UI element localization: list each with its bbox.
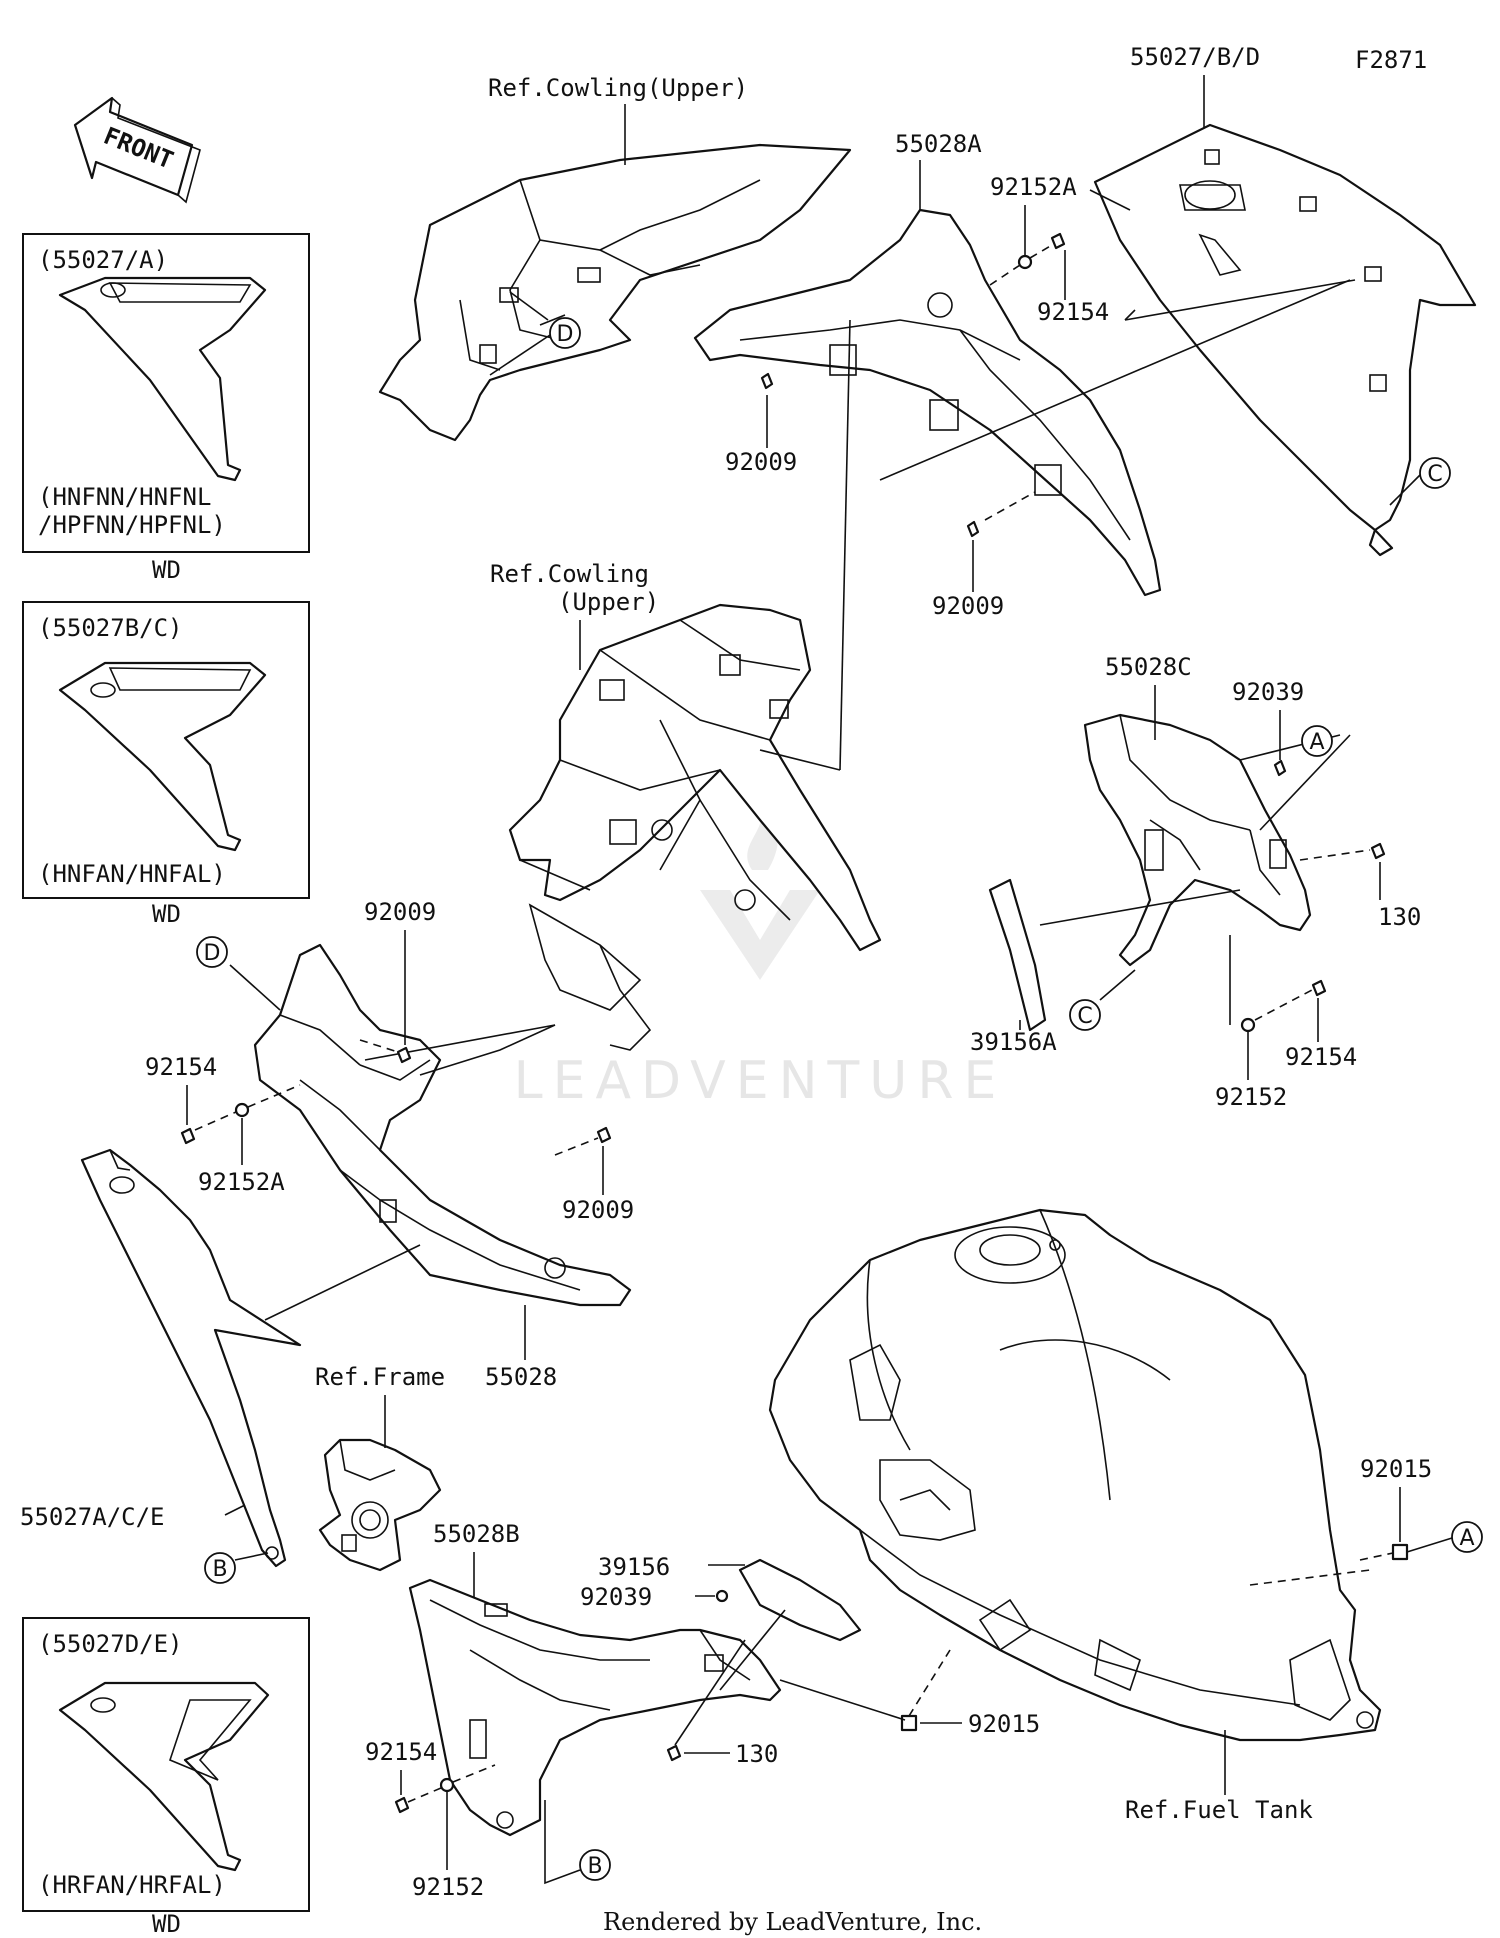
fastener-92152A-top [1017, 254, 1033, 270]
pad-39156A [988, 878, 1047, 1032]
label-92154-bottom: 92154 [365, 1738, 437, 1766]
fuel-tank-ref: Ref.Fuel Tank [768, 1208, 1382, 1824]
svg-text:B: B [212, 1557, 227, 1582]
footer-credit: Rendered by LeadVenture, Inc. [603, 1908, 982, 1936]
label-92152A-left: 92152A [198, 1168, 285, 1196]
part-55027-B-D-cover: 55027/B/D [1089, 43, 1477, 557]
fastener-92009-d [596, 1126, 612, 1144]
label-92152-right: 92152 [1215, 1083, 1287, 1111]
inset-variants: (HNFAN/HNFAL) [38, 860, 226, 888]
label-130-bottom: 130 [735, 1740, 778, 1768]
front-direction-arrow: FRONT [73, 96, 201, 204]
inset-caption: WD [152, 900, 181, 928]
fastener-92152A-left [234, 1102, 250, 1118]
svg-text:B: B [587, 1854, 602, 1879]
cowling-stay-frame: Ref.Cowling (Upper) [490, 560, 882, 1051]
frame-bracket-ref: Ref.Frame [315, 1363, 445, 1572]
label-39156A: 39156A [970, 1028, 1057, 1056]
grommet-92015-bottom [900, 1714, 918, 1732]
upper-cowling-ref: Ref.Cowling(Upper) [378, 74, 852, 442]
part-55028A-bracket: 55028A [693, 130, 1162, 597]
label-55027-B-D: 55027/B/D [1130, 43, 1260, 71]
inset-box-55027-A: (55027/A) (HNFNN/HNFNL /HPFNN/HPFNL) WD [22, 233, 310, 584]
label-92015-right: 92015 [1360, 1455, 1432, 1483]
inset-caption: WD [152, 1910, 181, 1938]
callout-d-top: D [549, 317, 581, 349]
inset-variants: (HNFNN/HNFNL [38, 483, 211, 511]
label-92009-a: 92009 [725, 448, 797, 476]
callout-c-top: C [1419, 457, 1451, 489]
callout-a-tank: A [1451, 1521, 1483, 1553]
fastener-92009-c [396, 1046, 412, 1064]
svg-text:C: C [1077, 1004, 1092, 1029]
callout-a-right: A [1301, 725, 1333, 757]
inset-title: (55027D/E) [38, 1630, 183, 1658]
fastener-92154-top [1050, 232, 1066, 250]
svg-text:A: A [1309, 730, 1324, 755]
label-55027A-C-E: 55027A/C/E [20, 1503, 165, 1531]
fastener-92154-right [1311, 979, 1327, 997]
watermark-text: LEADVENTURE [514, 1051, 1007, 1111]
part-55028B-bracket: 55028B [408, 1520, 782, 1837]
inset-caption: WD [152, 556, 181, 584]
svg-text:C: C [1427, 462, 1442, 487]
label-55028A: 55028A [895, 130, 982, 158]
label-39156: 39156 [598, 1553, 670, 1581]
inset-title: (55027/A) [38, 246, 168, 274]
figure-id: F2871 [1355, 46, 1427, 74]
leadventure-watermark: LEADVENTURE [514, 805, 1007, 1111]
part-55027A-C-E-cover: 55027A/C/E [20, 1148, 302, 1568]
fastener-92039-bottom [715, 1589, 729, 1603]
label-55028C: 55028C [1105, 653, 1192, 681]
fastener-92154-bottom [394, 1796, 410, 1814]
label-92009-b: 92009 [932, 592, 1004, 620]
inset-title: (55027B/C) [38, 614, 183, 642]
label-92154-top: 92154 [1037, 298, 1109, 326]
label-92009-d: 92009 [562, 1196, 634, 1224]
svg-text:D: D [557, 322, 574, 347]
inset-box-55027D-E: (55027D/E) (HRFAN/HRFAL) WD [22, 1617, 310, 1938]
ref-cowling-upper-mid-2: (Upper) [558, 588, 659, 616]
fastener-92009-a [760, 372, 774, 390]
inset-variants: (HRFAN/HRFAL) [38, 1871, 226, 1899]
ref-frame-label: Ref.Frame [315, 1363, 445, 1391]
svg-text:D: D [204, 941, 221, 966]
label-92154-right: 92154 [1285, 1043, 1357, 1071]
svg-text:A: A [1459, 1526, 1474, 1551]
callout-d-left: D [196, 936, 228, 968]
grommet-92015-right [1391, 1543, 1409, 1561]
callout-b-bottom: B [579, 1849, 611, 1881]
label-92039-right: 92039 [1232, 678, 1304, 706]
ref-cowling-upper-mid-1: Ref.Cowling [490, 560, 649, 588]
fastener-92152-bottom [439, 1777, 455, 1793]
label-55028B: 55028B [433, 1520, 520, 1548]
callout-b-left: B [204, 1552, 236, 1584]
ref-fuel-tank-label: Ref.Fuel Tank [1125, 1796, 1313, 1824]
pad-39156 [738, 1558, 862, 1642]
fastener-130-right [1370, 842, 1386, 860]
label-92152-bottom: 92152 [412, 1873, 484, 1901]
fastener-92009-b [966, 520, 980, 538]
fastener-92154-left [180, 1127, 196, 1145]
label-92009-c: 92009 [364, 898, 436, 926]
part-55028C-bracket: 55028C [1083, 653, 1312, 967]
fastener-130-bottom [666, 1744, 682, 1762]
fastener-92039-right [1273, 759, 1287, 777]
label-55028: 55028 [485, 1363, 557, 1391]
label-130-right: 130 [1378, 903, 1421, 931]
callout-c-right: C [1069, 999, 1101, 1031]
label-92152A-top: 92152A [990, 173, 1077, 201]
ref-cowling-upper-label: Ref.Cowling(Upper) [488, 74, 748, 102]
label-92015-bottom: 92015 [968, 1710, 1040, 1738]
part-55028-bracket: 55028 [253, 943, 632, 1391]
label-92039-bottom: 92039 [580, 1583, 652, 1611]
inset-box-55027B-C: (55027B/C) (HNFAN/HNFAL) WD [22, 601, 310, 928]
label-92154-left: 92154 [145, 1053, 217, 1081]
inset-variants: /HPFNN/HPFNL) [38, 511, 226, 539]
fastener-92152-right [1240, 1017, 1256, 1033]
